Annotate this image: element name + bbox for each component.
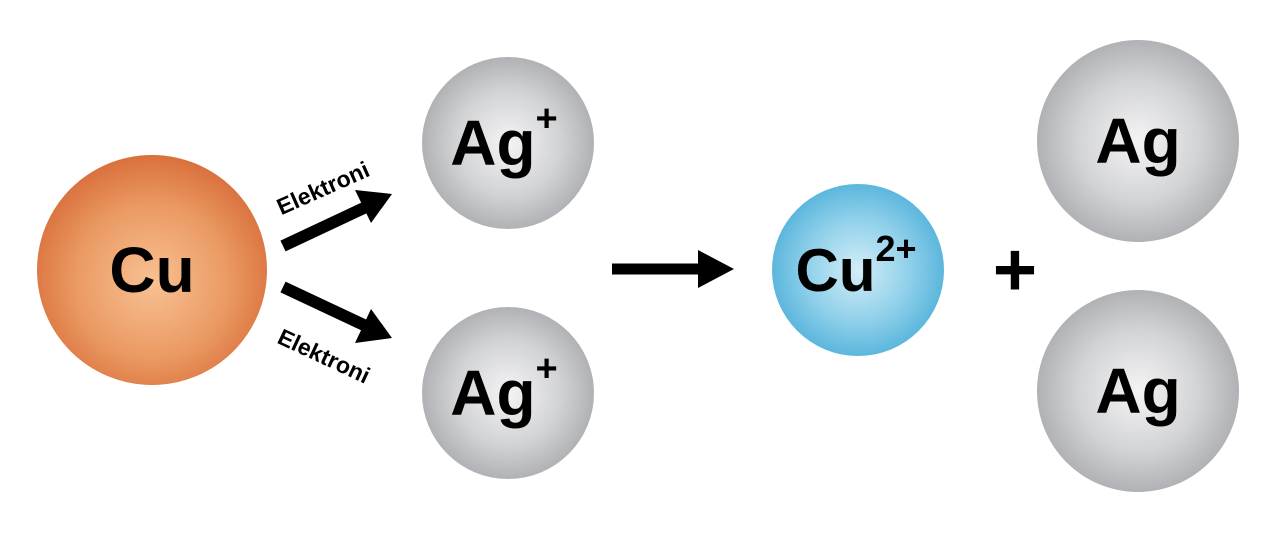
silver-ion-top-sphere	[422, 57, 594, 229]
silver-atom-bottom-sphere	[1037, 290, 1239, 492]
copper-atom: Cu	[37, 155, 267, 385]
silver-atom-top: Ag	[1037, 40, 1239, 242]
silver-ion-bottom: Ag+	[422, 307, 594, 479]
silver-ion-top-charge: +	[536, 98, 558, 140]
copper-sphere	[37, 155, 267, 385]
silver-ion-bottom-sphere	[422, 307, 594, 479]
svg-text:Cu: Cu	[109, 234, 194, 306]
electron-arrow-top	[280, 190, 392, 252]
silver-atom-bottom-symbol: Ag	[1095, 355, 1180, 427]
silver-atom-bottom: Ag	[1037, 290, 1239, 492]
svg-text:Cu2+: Cu2+	[795, 228, 916, 304]
silver-ion-top: Ag+	[422, 57, 594, 229]
copper-ion-sphere	[772, 184, 944, 356]
silver-ion-bottom-symbol: Ag	[450, 357, 535, 429]
svg-text:Ag: Ag	[1095, 105, 1180, 177]
silver-atom-top-symbol: Ag	[1095, 105, 1180, 177]
svg-text:Ag: Ag	[1095, 355, 1180, 427]
electrons-label-bottom: Elektroni	[274, 323, 374, 388]
plus-sign: +	[993, 228, 1037, 313]
reaction-arrow	[612, 250, 734, 288]
silver-atom-top-sphere	[1037, 40, 1239, 242]
copper-symbol: Cu	[109, 234, 194, 306]
copper-ion-symbol: Cu	[795, 237, 875, 304]
copper-ion: Cu2+	[772, 184, 944, 356]
svg-text:Ag+: Ag+	[450, 348, 558, 429]
silver-ion-top-symbol: Ag	[450, 107, 535, 179]
copper-ion-charge: 2+	[875, 228, 916, 269]
silver-ion-bottom-charge: +	[536, 348, 558, 390]
svg-text:Ag+: Ag+	[450, 98, 558, 179]
electron-arrow-bottom	[280, 281, 392, 343]
